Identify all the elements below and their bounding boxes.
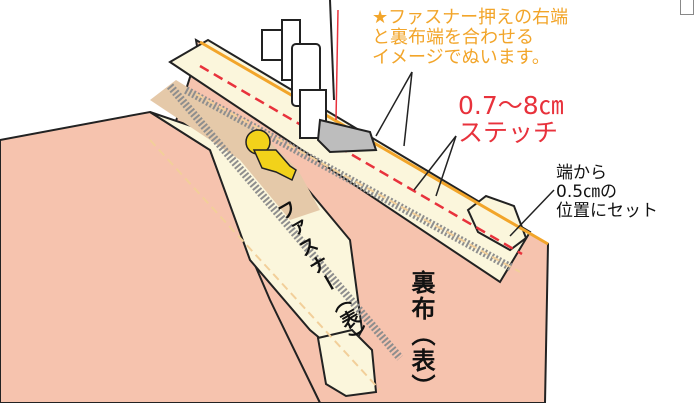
leader-line-tip — [375, 71, 413, 137]
seam-flap-bottom — [316, 328, 378, 398]
leader-line-stitch — [413, 135, 457, 191]
stitch-length-annotation: 0.7〜8㎝ ステッチ — [458, 91, 564, 147]
seam-guide-line — [149, 139, 381, 391]
leader-line-stitch-2 — [435, 135, 457, 197]
seam-guide-line-2 — [195, 93, 521, 273]
presser-foot-tip-annotation: ★ファスナー押えの右端 と裏布端を合わせる イメージでぬいます。 — [372, 7, 569, 69]
zipper-teeth-lower — [166, 83, 404, 361]
corner-marker — [680, 0, 694, 15]
pin-icon — [245, 129, 297, 182]
seam-flap-right — [466, 194, 528, 252]
stitch-line — [199, 64, 523, 256]
leader-line-edge — [509, 189, 555, 237]
edge-position-annotation: 端から 0.5㎝の 位置にセット — [556, 163, 658, 222]
presser-foot-icon — [261, 0, 378, 154]
leader-line-tip-2 — [403, 71, 413, 147]
lining-label: 裏布（表） — [407, 270, 435, 400]
